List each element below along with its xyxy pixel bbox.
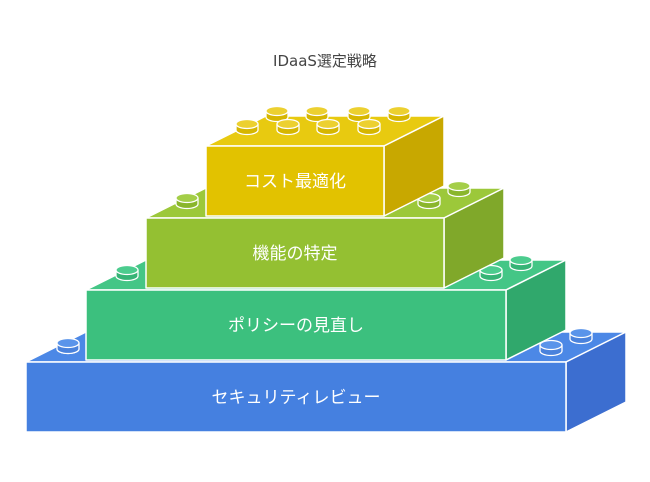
layer-cost-optimization: コスト最適化 [205,105,445,217]
stud [347,105,371,123]
stud [276,118,300,136]
stud [569,327,593,345]
stud [479,264,503,282]
layer-label: セキュリティレビュー [212,388,381,408]
stud [539,339,563,357]
layer-front-face [205,145,385,217]
layer-front-face [85,289,507,361]
stud [357,118,381,136]
layer-label: 機能の特定 [253,244,338,264]
stud [235,118,259,136]
stud [305,105,329,123]
layer-label: ポリシーの見直し [228,316,364,336]
stud [56,337,80,355]
layer-front-face [145,217,445,289]
diagram-title: IDaaS選定戦略 [273,52,377,70]
layer-label: コスト最適化 [244,172,346,192]
stud [265,105,289,123]
layer-front-face [25,361,567,433]
stud [316,118,340,136]
stud [509,254,533,272]
stud [175,192,199,210]
stud [115,264,139,282]
stud [387,105,411,123]
stud [447,180,471,198]
